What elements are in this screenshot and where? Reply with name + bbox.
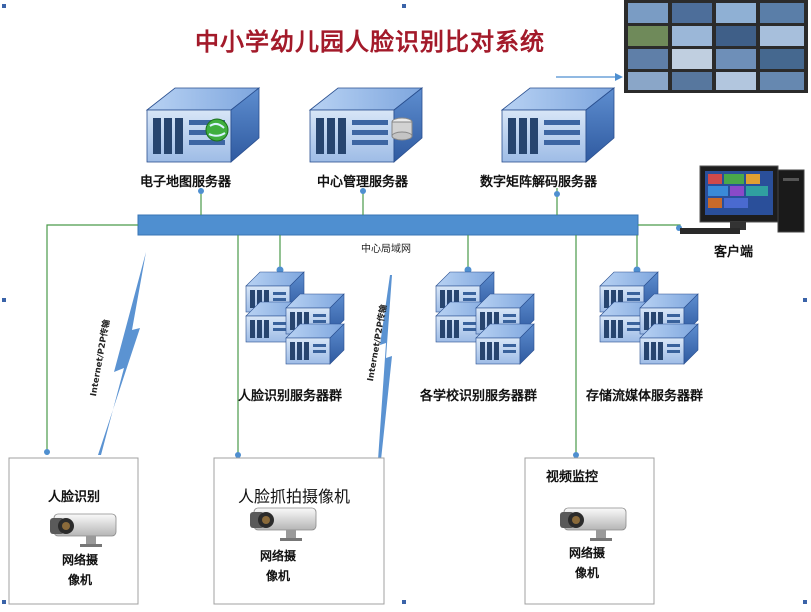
site-1-title: 人脸识别 [48, 490, 101, 505]
lan-bus [137, 214, 639, 236]
site-3-camera-line1: 网络摄 [568, 546, 605, 560]
site-3-camera-label: 网络摄 像机 [557, 543, 617, 583]
storage-cluster-icon [599, 271, 699, 365]
selection-handle [2, 600, 6, 604]
selection-handle [402, 4, 406, 8]
school-cluster-label: 各学校识别服务器群 [420, 389, 538, 404]
wireless-link-middle [378, 275, 392, 460]
matrix-server-icon [501, 87, 615, 163]
selection-handle [803, 298, 807, 302]
face-cluster-label: 人脸识别服务器群 [238, 389, 343, 404]
site-2-camera-line2: 像机 [265, 569, 290, 583]
selection-handle [803, 600, 807, 604]
client-pc-icon [680, 165, 805, 234]
site-box-2 [213, 457, 385, 605]
site-3-title: 视频监控 [546, 470, 599, 485]
site-3-camera-line2: 像机 [574, 566, 599, 580]
site-box-3 [524, 457, 655, 605]
site-2-camera-label: 网络摄 像机 [248, 546, 308, 586]
mgmt-server-label: 中心管理服务器 [317, 175, 409, 190]
selection-handle [2, 4, 6, 8]
connector-lines [46, 188, 681, 458]
wireless-link-left [98, 252, 146, 455]
site-1-camera-line2: 像机 [67, 573, 92, 587]
face-cluster-icon [245, 271, 345, 365]
site-2-title: 人脸抓拍摄像机 [238, 487, 351, 506]
map-server-label: 电子地图服务器 [140, 175, 232, 190]
school-cluster-icon [435, 271, 535, 365]
map-server-icon [146, 87, 260, 163]
matrix-server-label: 数字矩阵解码服务器 [480, 175, 598, 190]
video-wall-icon [624, 0, 808, 93]
mgmt-server-icon [309, 87, 423, 163]
lan-label: 中心局域网 [361, 244, 411, 255]
diagram-title: 中小学幼儿园人脸识别比对系统 [195, 28, 545, 56]
site-1-camera-label: 网络摄 像机 [50, 550, 110, 590]
storage-cluster-label: 存储流媒体服务器群 [586, 389, 704, 404]
site-2-camera-line1: 网络摄 [259, 549, 296, 563]
selection-handle [402, 600, 406, 604]
site-1-camera-line1: 网络摄 [61, 553, 98, 567]
selection-handle [2, 298, 6, 302]
client-label: 客户端 [714, 245, 754, 260]
